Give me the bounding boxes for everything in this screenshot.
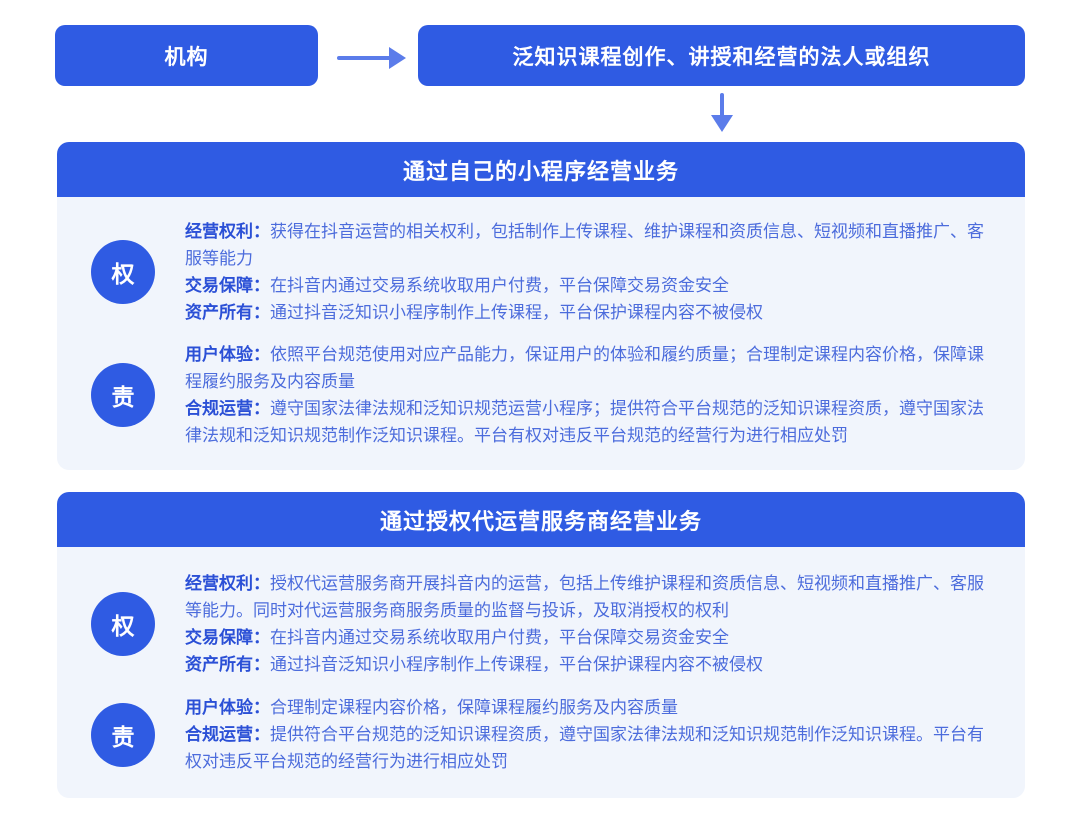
down-arrow-shaft [720, 93, 724, 117]
duties-section: 责 用户体验：依照平台规范使用对应产品能力，保证用户的体验和履约质量；合理制定课… [91, 341, 987, 449]
right-arrow-head [389, 47, 406, 69]
rights-section: 权 经营权利：获得在抖音运营的相关权利，包括制作上传课程、维护课程和资质信息、短… [91, 218, 987, 326]
list-item: 资产所有：通过抖音泛知识小程序制作上传课程，平台保护课程内容不被侵权 [185, 651, 987, 678]
duties-badge: 责 [91, 702, 155, 767]
list-item: 合规运营：遵守国家法律法规和泛知识规范运营小程序；提供符合平台规范的泛知识课程资… [185, 395, 987, 449]
item-text: 合理制定课程内容价格，保障课程履约服务及内容质量 [270, 698, 678, 718]
list-item: 经营权利：获得在抖音运营的相关权利，包括制作上传课程、维护课程和资质信息、短视频… [185, 218, 987, 272]
down-arrow-icon [706, 93, 738, 135]
list-item: 用户体验：合理制定课程内容价格，保障课程履约服务及内容质量 [185, 694, 987, 721]
item-label: 资产所有： [185, 654, 270, 674]
rights-badge: 权 [91, 591, 155, 656]
item-label: 经营权利： [185, 222, 270, 241]
rights-text: 经营权利：获得在抖音运营的相关权利，包括制作上传课程、维护课程和资质信息、短视频… [185, 218, 987, 326]
list-item: 交易保障：在抖音内通过交易系统收取用户付费，平台保障交易资金安全 [185, 272, 987, 299]
item-text: 通过抖音泛知识小程序制作上传课程，平台保护课程内容不被侵权 [270, 303, 763, 322]
flow-box-definition: 泛知识课程创作、讲授和经营的法人或组织 [418, 25, 1025, 86]
flow-box-definition-label: 泛知识课程创作、讲授和经营的法人或组织 [512, 45, 931, 69]
item-label: 合规运营： [185, 399, 270, 418]
flow-box-organization: 机构 [55, 25, 318, 86]
item-label: 经营权利： [185, 573, 270, 593]
item-text: 授权代运营服务商开展抖音内的运营，包括上传维护课程和资质信息、短视频和直播推广、… [185, 573, 984, 620]
item-text: 提供符合平台规范的泛知识课程资质，遵守国家法律法规和泛知识规范制作泛知识课程。平… [185, 725, 984, 772]
duties-section: 责 用户体验：合理制定课程内容价格，保障课程履约服务及内容质量 合规运营：提供符… [91, 694, 987, 775]
panel-authorized-agency-body: 权 经营权利：授权代运营服务商开展抖音内的运营，包括上传维护课程和资质信息、短视… [57, 547, 1025, 798]
list-item: 经营权利：授权代运营服务商开展抖音内的运营，包括上传维护课程和资质信息、短视频和… [185, 570, 987, 624]
duties-badge: 责 [91, 363, 155, 427]
panel-authorized-agency: 通过授权代运营服务商经营业务 权 经营权利：授权代运营服务商开展抖音内的运营，包… [57, 492, 1025, 798]
list-item: 合规运营：提供符合平台规范的泛知识课程资质，遵守国家法律法规和泛知识规范制作泛知… [185, 721, 987, 775]
panel-own-miniprogram-title: 通过自己的小程序经营业务 [402, 158, 679, 184]
right-arrow-shaft [337, 56, 391, 60]
rights-badge: 权 [91, 240, 155, 304]
item-text: 依照平台规范使用对应产品能力，保证用户的体验和履约质量；合理制定课程内容价格，保… [185, 345, 984, 391]
item-text: 获得在抖音运营的相关权利，包括制作上传课程、维护课程和资质信息、短视频和直播推广… [185, 222, 984, 268]
rights-section: 权 经营权利：授权代运营服务商开展抖音内的运营，包括上传维护课程和资质信息、短视… [91, 570, 987, 678]
list-item: 用户体验：依照平台规范使用对应产品能力，保证用户的体验和履约质量；合理制定课程内… [185, 341, 987, 395]
list-item: 资产所有：通过抖音泛知识小程序制作上传课程，平台保护课程内容不被侵权 [185, 299, 987, 326]
right-arrow-icon [337, 44, 409, 72]
panel-own-miniprogram: 通过自己的小程序经营业务 权 经营权利：获得在抖音运营的相关权利，包括制作上传课… [57, 142, 1025, 470]
panel-authorized-agency-title: 通过授权代运营服务商经营业务 [379, 508, 702, 534]
duties-text: 用户体验：合理制定课程内容价格，保障课程履约服务及内容质量 合规运营：提供符合平… [185, 694, 987, 775]
item-label: 合规运营： [185, 725, 270, 745]
rights-text: 经营权利：授权代运营服务商开展抖音内的运营，包括上传维护课程和资质信息、短视频和… [185, 570, 987, 678]
item-text: 在抖音内通过交易系统收取用户付费，平台保障交易资金安全 [270, 276, 729, 295]
item-label: 交易保障： [185, 276, 270, 295]
item-label: 用户体验： [185, 698, 270, 718]
down-arrow-head [711, 115, 733, 132]
item-text: 通过抖音泛知识小程序制作上传课程，平台保护课程内容不被侵权 [270, 654, 763, 674]
panel-authorized-agency-header: 通过授权代运营服务商经营业务 [57, 492, 1025, 547]
flow-box-organization-label: 机构 [164, 45, 209, 69]
item-label: 用户体验： [185, 345, 270, 364]
panel-own-miniprogram-header: 通过自己的小程序经营业务 [57, 142, 1025, 197]
list-item: 交易保障：在抖音内通过交易系统收取用户付费，平台保障交易资金安全 [185, 624, 987, 651]
item-text: 遵守国家法律法规和泛知识规范运营小程序；提供符合平台规范的泛知识课程资质，遵守国… [185, 399, 984, 445]
panel-own-miniprogram-body: 权 经营权利：获得在抖音运营的相关权利，包括制作上传课程、维护课程和资质信息、短… [57, 197, 1025, 470]
item-label: 交易保障： [185, 627, 270, 647]
item-label: 资产所有： [185, 303, 270, 322]
item-text: 在抖音内通过交易系统收取用户付费，平台保障交易资金安全 [270, 627, 729, 647]
duties-text: 用户体验：依照平台规范使用对应产品能力，保证用户的体验和履约质量；合理制定课程内… [185, 341, 987, 449]
